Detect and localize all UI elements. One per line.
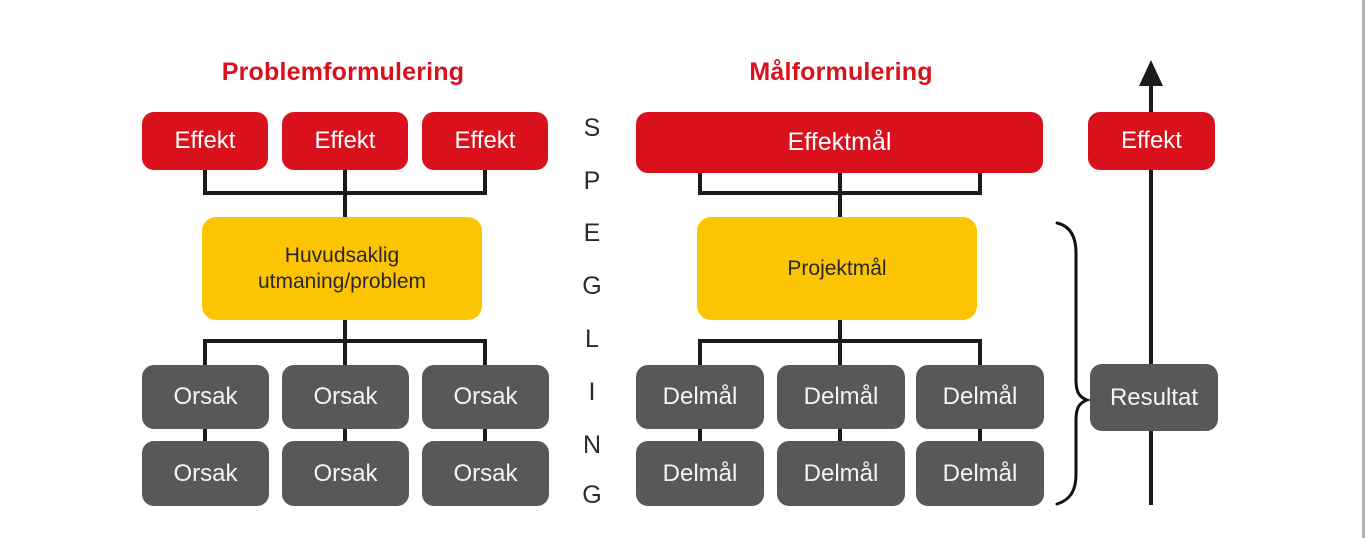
main-problem-box: Huvudsaklig utmaning/problem <box>202 217 482 320</box>
outcome-effect-box: Effekt <box>1088 112 1215 170</box>
spegling-letter: N <box>582 431 602 459</box>
subgoal-box: Delmål <box>636 365 764 429</box>
subgoal-box: Delmål <box>777 441 905 506</box>
spegling-letter: L <box>585 325 599 353</box>
subgoal-box: Delmål <box>636 441 764 506</box>
cause-box: Orsak <box>422 365 549 429</box>
spegling-letter: S <box>583 114 601 142</box>
cause-box: Orsak <box>282 365 409 429</box>
problem-tree-connectors <box>203 170 487 443</box>
spegling-letter: E <box>583 219 601 247</box>
problem-effect-box: Effekt <box>422 112 548 170</box>
subgoal-box: Delmål <box>777 365 905 429</box>
spegling-letter: G <box>582 481 602 509</box>
spegling-letter: G <box>582 272 602 300</box>
effect-goal-box: Effektmål <box>636 112 1043 173</box>
main-problem-line2: utmaning/problem <box>257 269 427 293</box>
cause-box: Orsak <box>282 441 409 506</box>
problem-effect-box: Effekt <box>142 112 268 170</box>
subgoal-box: Delmål <box>916 365 1044 429</box>
spegling-letter: I <box>588 378 596 406</box>
project-goal-box: Projektmål <box>697 217 977 320</box>
goal-section-title: Målformulering <box>749 58 933 86</box>
cause-box: Orsak <box>142 365 269 429</box>
page-right-edge <box>1362 0 1365 538</box>
up-arrow-head <box>1139 60 1163 86</box>
result-brace <box>1055 221 1092 506</box>
main-problem-line1: Huvudsaklig <box>284 243 400 267</box>
spegling-letter: P <box>583 167 601 195</box>
cause-box: Orsak <box>142 441 269 506</box>
result-box: Resultat <box>1090 364 1218 431</box>
subgoal-box: Delmål <box>916 441 1044 506</box>
cause-box: Orsak <box>422 441 549 506</box>
problem-section-title: Problemformulering <box>221 58 465 86</box>
problem-effect-box: Effekt <box>282 112 408 170</box>
goal-tree-connectors <box>698 172 982 443</box>
